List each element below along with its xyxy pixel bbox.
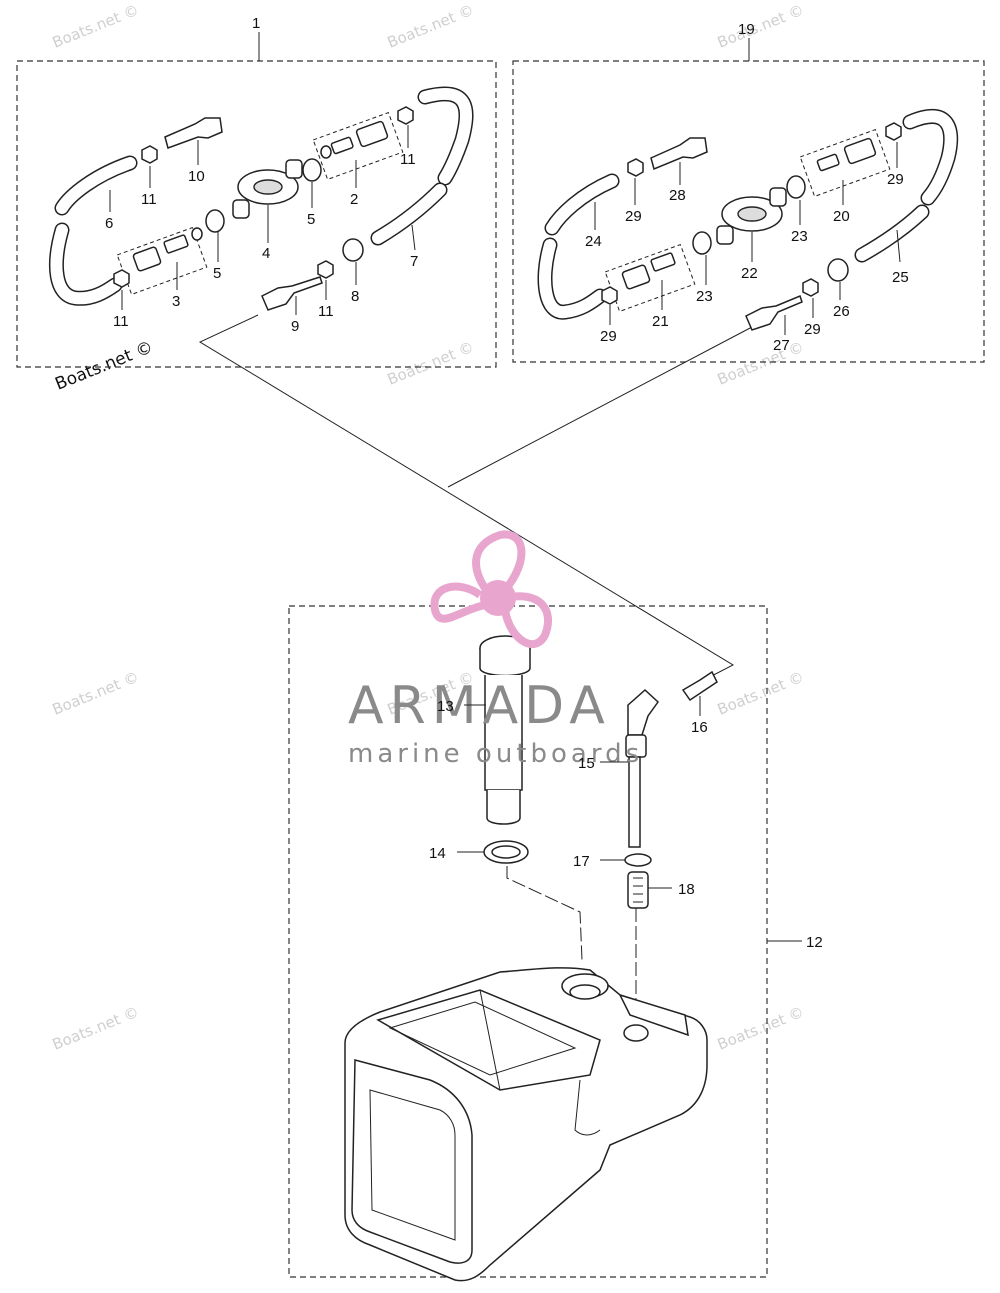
engine-side-connector: [745, 294, 803, 331]
fuel-tank-assembly: [344, 635, 718, 1282]
fuel-strainer: [627, 871, 649, 909]
watermark: Boats.net ©: [385, 1, 477, 52]
check-valve-2: [330, 136, 354, 155]
callout-29: 29: [600, 328, 617, 345]
hose-clamp: [141, 145, 158, 164]
callout-29: 29: [625, 208, 642, 225]
check-valve-21: [621, 264, 651, 290]
primer-bulb-nipple: [232, 199, 250, 219]
callout-14: 14: [429, 845, 446, 862]
check-valve-box-2: [312, 111, 404, 181]
callout-22: 22: [741, 265, 758, 282]
hose-kit-19: [537, 109, 959, 331]
watermark: Boats.net ©: [715, 1, 807, 52]
watermark-dark: Boats.net ©: [52, 337, 156, 394]
callout-7: 7: [410, 253, 418, 270]
hose-clamp: [317, 260, 334, 279]
callout-2: 2: [350, 191, 358, 208]
pickup-o-ring: [624, 853, 652, 867]
hose-clamp: [885, 122, 902, 141]
callout-15: 15: [578, 755, 595, 772]
brand-name: ARMADA: [348, 676, 611, 736]
callout-6: 6: [105, 215, 113, 232]
watermark: Boats.net ©: [50, 668, 142, 719]
hose-sleeve: [342, 238, 364, 262]
check-valve-washer: [205, 209, 225, 233]
fuel-outlet-elbow: [627, 688, 659, 736]
propeller-hub-icon: [480, 580, 516, 616]
callout-20: 20: [833, 208, 850, 225]
hose-clamp: [113, 269, 130, 288]
watermark: Boats.net ©: [50, 1003, 142, 1054]
callout-16: 16: [691, 719, 708, 736]
callout-5: 5: [307, 211, 315, 228]
hose-kit-box-1: [16, 60, 497, 368]
hose-clamp: [802, 278, 819, 297]
callout-12: 12: [806, 934, 823, 951]
check-valve-washer: [786, 175, 806, 199]
hose-kit-1: [48, 86, 474, 311]
gauge-assembly-line: [506, 866, 583, 961]
check-valve-3: [132, 246, 162, 272]
callout-4: 4: [262, 245, 270, 262]
callout-9: 9: [291, 318, 299, 335]
callout-23: 23: [791, 228, 808, 245]
callout-28: 28: [669, 187, 686, 204]
callout-11: 11: [400, 151, 416, 168]
check-valve-box-21: [604, 243, 696, 313]
tank-side-connector: [650, 137, 708, 171]
fuel-connector-16: [681, 670, 718, 702]
check-valve-washer: [302, 158, 322, 182]
callout-5: 5: [213, 265, 221, 282]
callout-13: 13: [437, 698, 454, 715]
callout-17: 17: [573, 853, 590, 870]
connector-line-kit1: [198, 314, 735, 683]
hose-clamp: [601, 286, 618, 305]
watermark: Boats.net ©: [715, 338, 807, 389]
callout-leaders: [109, 125, 901, 889]
hose-sleeve: [827, 258, 849, 282]
brand-tagline: marine outboards: [348, 739, 643, 769]
callout-11: 11: [141, 191, 157, 208]
callout-10: 10: [188, 168, 205, 185]
callout-19: 19: [738, 21, 755, 38]
callout-1: 1: [252, 15, 260, 32]
callout-25: 25: [892, 269, 909, 286]
check-valve-washer: [692, 231, 712, 255]
pickup-tube: [628, 756, 641, 848]
callout-23: 23: [696, 288, 713, 305]
watermark: Boats.net ©: [715, 1003, 807, 1054]
callout-18: 18: [678, 881, 695, 898]
callout-24: 24: [585, 233, 602, 250]
check-valve-box-20: [799, 128, 891, 198]
hose-clamp: [397, 106, 414, 125]
pickup-port: [623, 1024, 649, 1042]
callout-11: 11: [318, 303, 334, 320]
callout-8: 8: [351, 288, 359, 305]
connector-line-kit19: [447, 326, 753, 488]
callout-29: 29: [887, 171, 904, 188]
callout-3: 3: [172, 293, 180, 310]
propeller-logo-icon: [430, 530, 553, 649]
callout-21: 21: [652, 313, 669, 330]
callout-27: 27: [773, 337, 790, 354]
callout-26: 26: [833, 303, 850, 320]
watermark: Boats.net ©: [50, 1, 142, 52]
tank-side-connector: [164, 117, 223, 149]
check-valve-box-3: [116, 226, 208, 296]
callout-11: 11: [113, 313, 129, 330]
check-valve-20: [816, 153, 840, 172]
hose-clamp: [627, 158, 644, 177]
callout-labels: 1 2 3 4 5 5 6 7 8 9 10 11 11 11 11 12 13…: [105, 15, 909, 951]
engine-side-connector: [261, 276, 323, 311]
watermark: Boats.net ©: [715, 668, 807, 719]
armada-logo: ARMADA marine outboards: [348, 530, 643, 769]
watermark: Boats.net ©: [385, 338, 477, 389]
callout-29: 29: [804, 321, 821, 338]
